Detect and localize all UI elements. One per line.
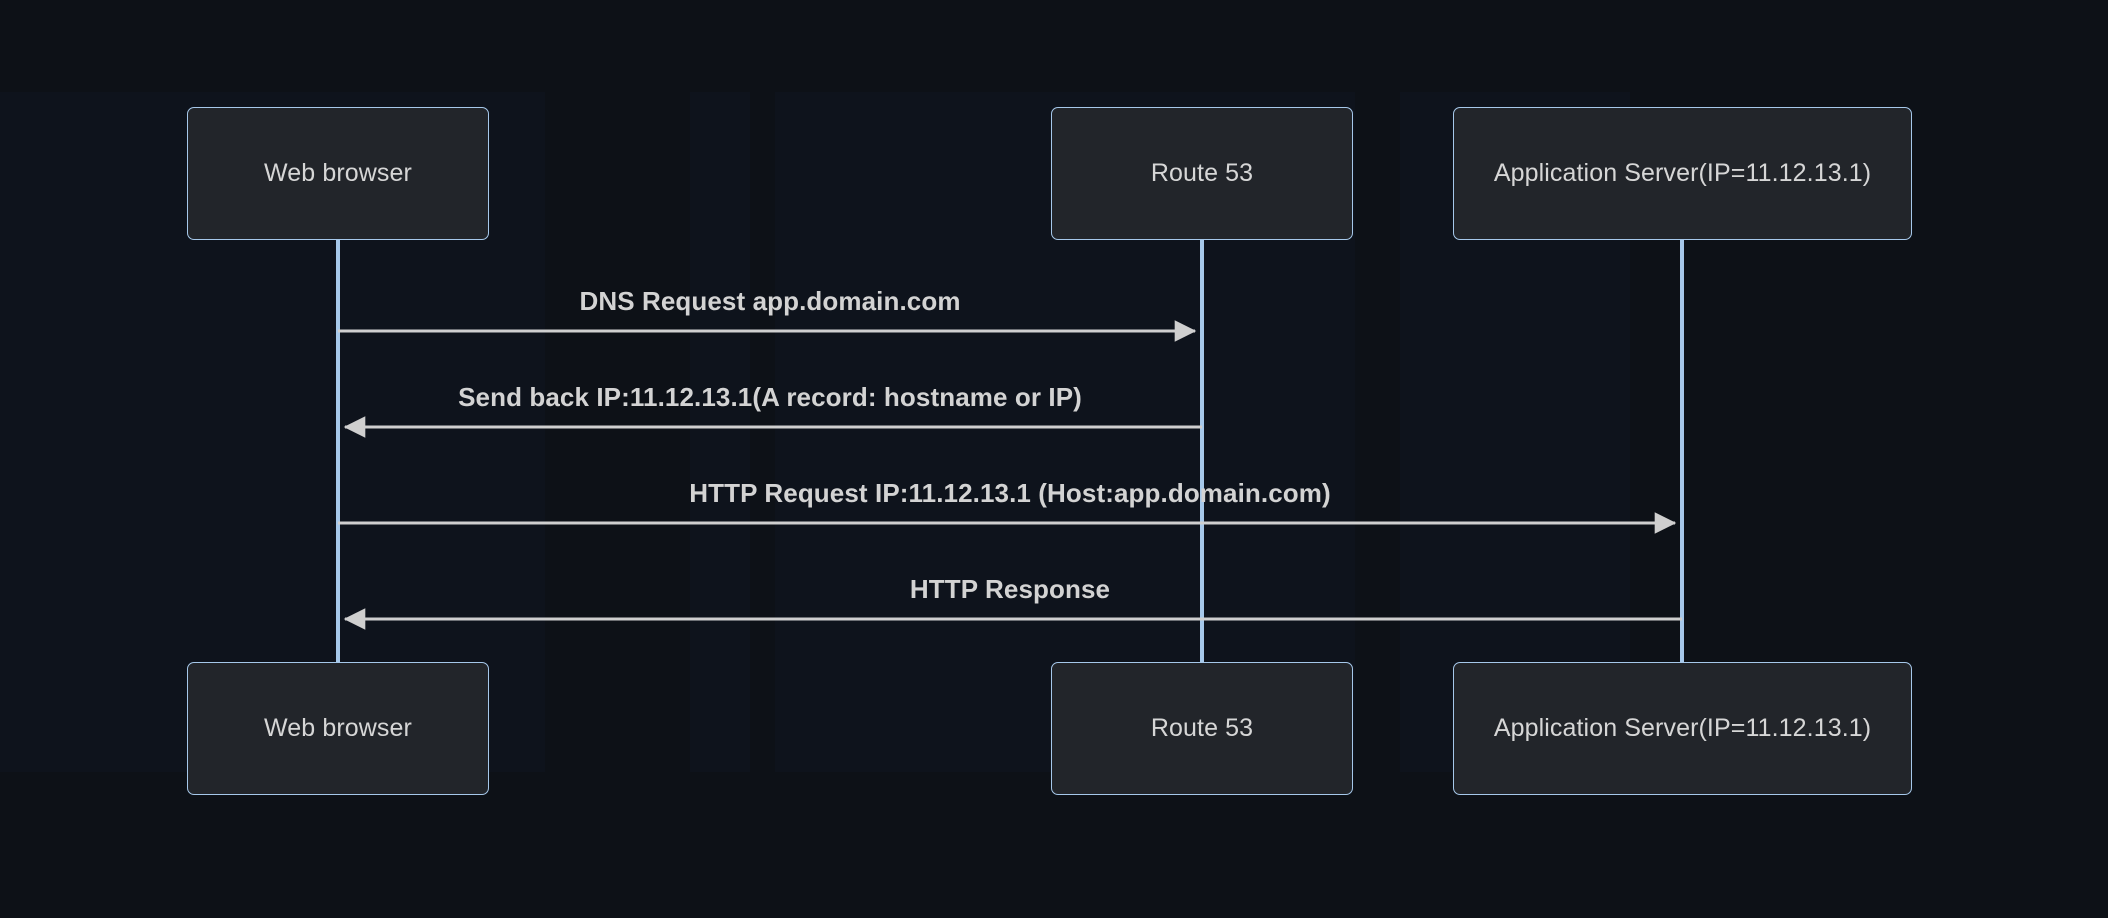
participant-box-appserver-bottom[interactable]: Application Server(IP=11.12.13.1) [1453,662,1912,795]
participant-label: Application Server(IP=11.12.13.1) [1493,159,1872,187]
participant-label: Application Server(IP=11.12.13.1) [1493,714,1872,742]
message-label-1: DNS Request app.domain.com [579,286,961,316]
participant-label: Route 53 [1150,159,1254,187]
participant-box-route53-top[interactable]: Route 53 [1051,107,1353,240]
participant-box-browser-bottom[interactable]: Web browser [187,662,489,795]
participant-box-browser-top[interactable]: Web browser [187,107,489,240]
lifeline-group [336,240,1684,663]
participant-box-route53-bottom[interactable]: Route 53 [1051,662,1353,795]
participant-label: Web browser [264,714,412,742]
message-label-4: HTTP Response [909,574,1111,604]
message-label-2: Send back IP:11.12.13.1(A record: hostna… [458,382,1082,412]
participant-label: Web browser [264,159,412,187]
message-label-3: HTTP Request IP:11.12.13.1 (Host:app.dom… [689,478,1331,508]
participant-label: Route 53 [1150,714,1254,742]
participant-box-appserver-top[interactable]: Application Server(IP=11.12.13.1) [1453,107,1912,240]
